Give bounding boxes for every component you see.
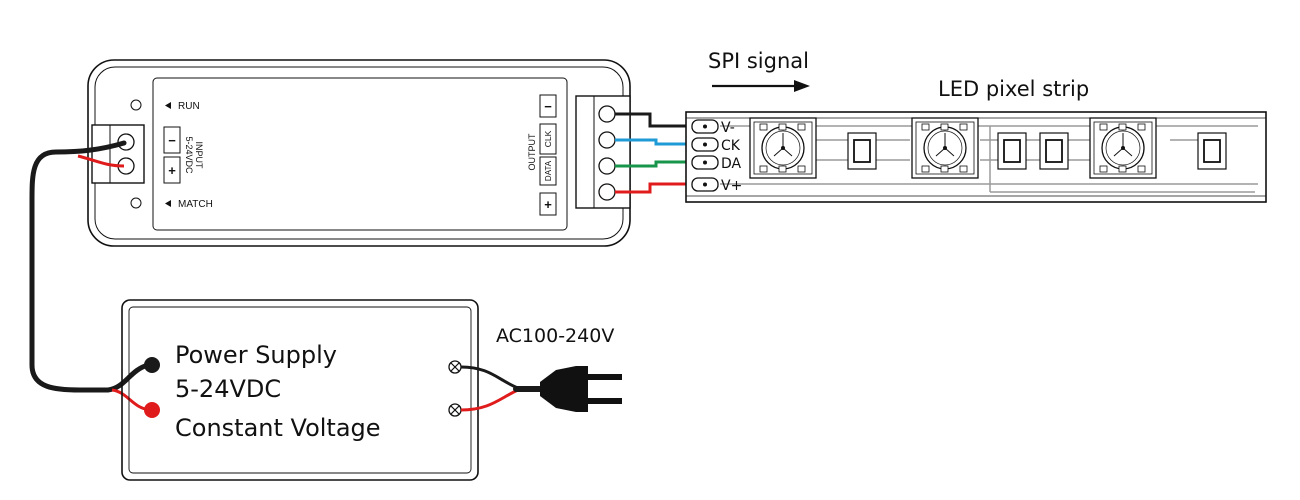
power-cable-black [29,140,151,393]
output-plus-label: + [544,197,552,212]
resistor [847,132,877,170]
power-supply-positive-terminal [144,402,160,418]
power-supply-inner-box [128,306,472,474]
led-chip [1089,117,1157,179]
match-label: MATCH [178,199,213,210]
power-supply-title: Power Supply [175,341,337,369]
input-red-wire [77,154,125,168]
output-terminal-screw-2 [598,131,616,149]
led-chip [749,117,817,179]
wire-v-minus [615,112,692,128]
wire-da [615,160,692,168]
match-indicator-led [130,197,142,209]
power-supply-type: Constant Voltage [175,414,381,442]
power-supply-voltage: 5-24VDC [175,375,281,403]
output-terminal-screw-4 [598,183,616,201]
output-data-label: DATA [544,160,553,181]
power-red-wire [111,388,151,412]
power-supply: Power Supply 5-24VDC Constant Voltage [121,299,479,481]
pin-label-da: DA [721,156,742,172]
output-clk-label: CLK [543,130,553,147]
run-arrow-icon [165,102,171,109]
power-supply-outer-box [121,299,479,481]
wire-ck [615,138,692,146]
input-plus-label: + [168,163,176,178]
strip-pin-da: DA [691,155,742,172]
match-arrow-icon [165,200,171,207]
run-label: RUN [178,101,200,112]
signal-arrow-icon [712,80,810,92]
input-voltage-label: 5-24VDC [184,136,194,174]
output-minus-label: − [544,99,552,114]
resistor [1039,132,1069,170]
led-chip [911,117,979,179]
output-minus-box [539,94,557,118]
wire-v-plus [615,182,692,194]
led-pixel-strip: V- CK DA V+ [685,111,1267,203]
resistor [997,132,1027,170]
pin-label-v-plus: V+ [721,178,742,194]
input-terminal-block [91,124,145,184]
ac-terminal-top [448,360,462,374]
ac-voltage-label: AC100-240V [496,325,614,347]
spi-controller: RUN MATCH − + INPUT 5-24VDC OUTPUT − CLK… [87,59,631,247]
input-title: INPUT [194,142,204,170]
output-terminal-screw-3 [598,157,616,175]
ac-terminal-bottom [448,403,462,417]
output-title: OUTPUT [527,133,537,171]
pin-label-v-minus: V- [721,120,735,136]
strip-pin-v-minus: V- [691,119,735,136]
controller-face-plate [152,77,568,231]
spi-signal-label: SPI signal [708,49,809,73]
strip-pin-ck: CK [691,137,741,154]
input-minus-box [163,126,181,154]
output-wires [615,112,692,194]
input-minus-label: − [168,133,176,148]
strip-pin-v-plus: V+ [691,177,742,194]
output-clk-box [539,123,557,155]
pin-label-ck: CK [721,138,741,154]
resistor [1197,132,1227,170]
output-data-box [539,156,557,186]
output-plus-box [539,192,557,216]
ac-plug-icon [460,365,622,412]
led-strip-title: LED pixel strip [938,77,1089,101]
input-plus-box [163,156,181,184]
power-supply-negative-terminal [144,357,160,373]
run-indicator-led [130,99,142,111]
output-terminal-screw-1 [598,105,616,123]
